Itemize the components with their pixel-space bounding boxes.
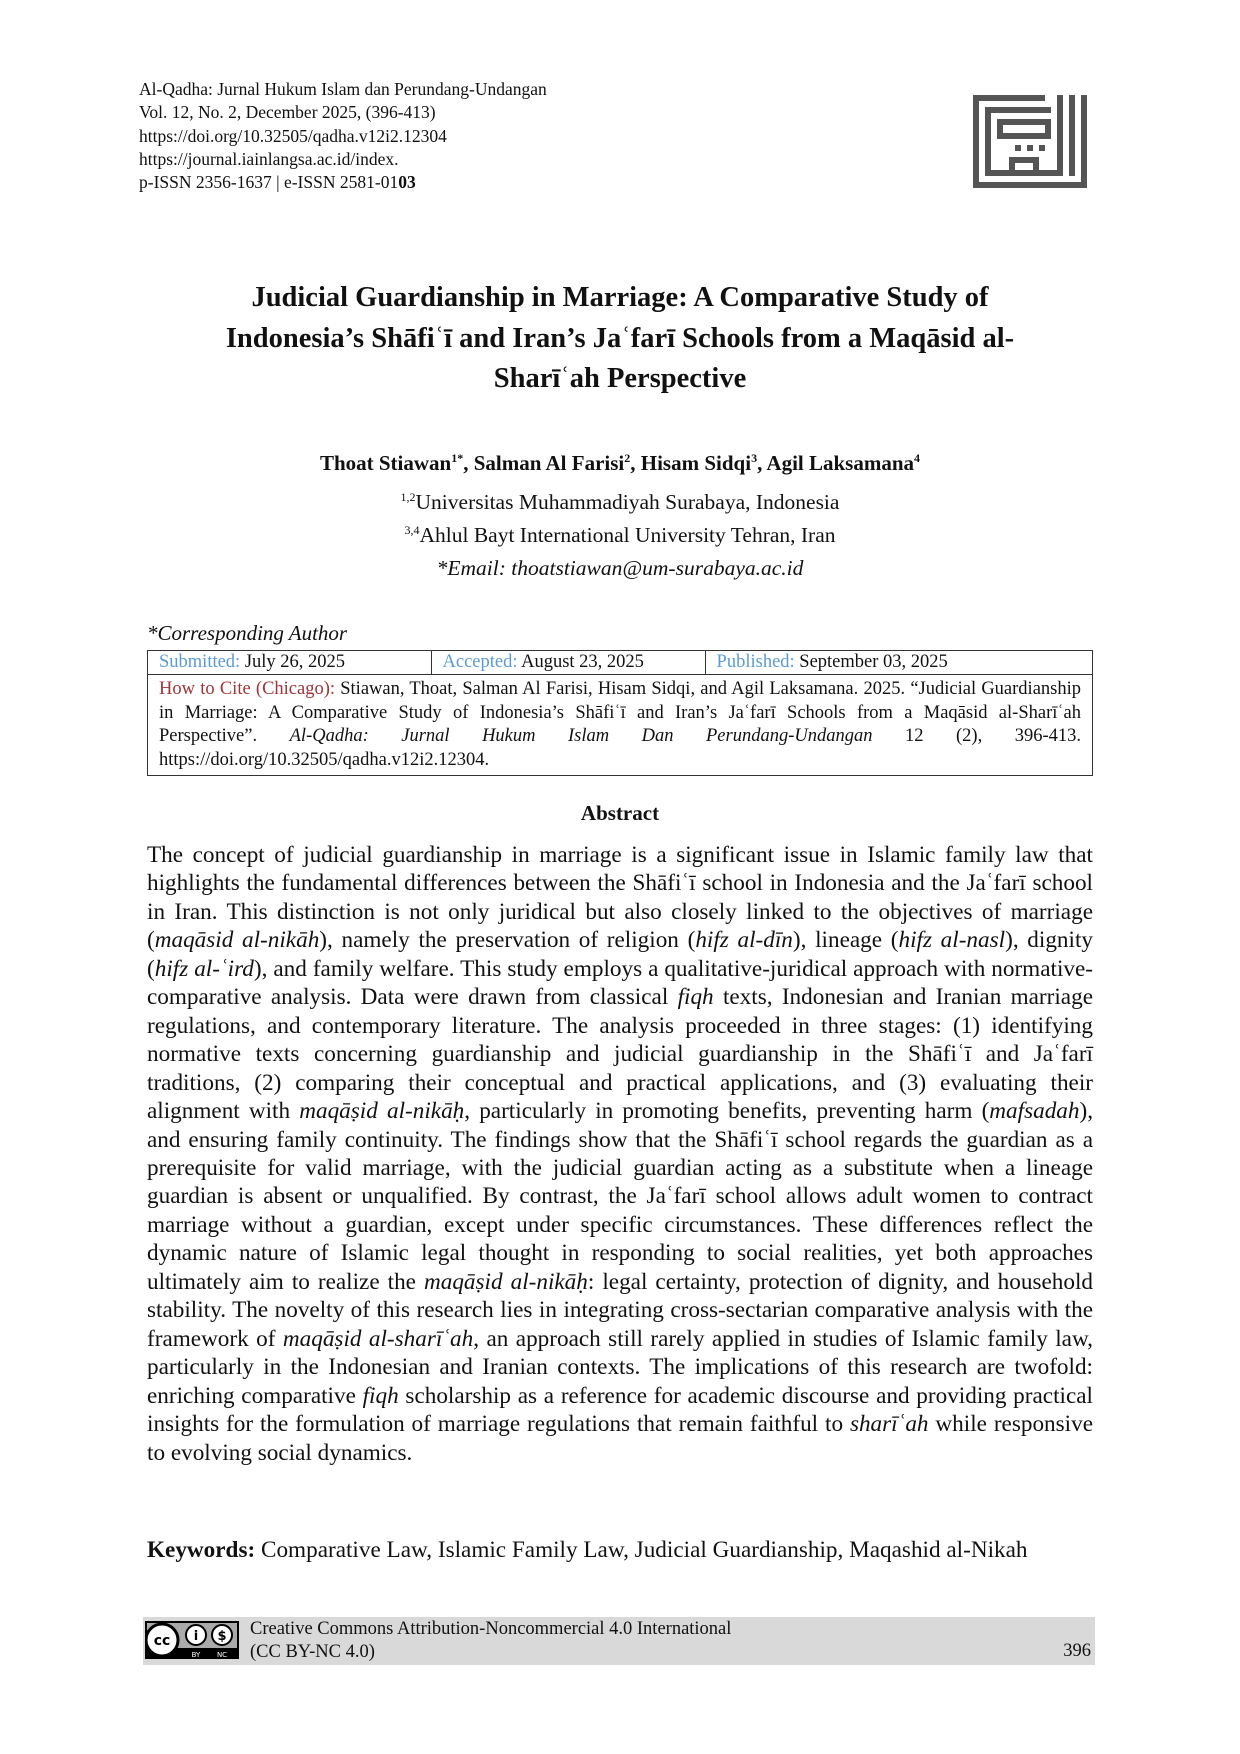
author-sup: 3 bbox=[751, 451, 758, 465]
cc-by-nc-badge-icon[interactable]: cc i $ BY NC bbox=[145, 1621, 239, 1659]
affiliation: 1,2Universitas Muhammadiyah Surabaya, In… bbox=[140, 490, 1100, 515]
abstract-term: sharīʿah bbox=[849, 1411, 929, 1438]
abstract-text: The concept of judicial guardianship in … bbox=[147, 842, 1093, 954]
journal-issn: p-ISSN 2356-1637 | e-ISSN 2581-0103 bbox=[139, 171, 547, 194]
license-footer: cc i $ BY NC Creative Commons Attributio… bbox=[143, 1617, 1095, 1665]
published-date: September 03, 2025 bbox=[794, 652, 948, 672]
journal-volume: Vol. 12, No. 2, December 2025, (396-413) bbox=[139, 102, 436, 123]
license-text: Creative Commons Attribution-Noncommerci… bbox=[250, 1618, 731, 1664]
author-name: Hisam Sidqi bbox=[640, 451, 752, 475]
svg-text:$: $ bbox=[217, 1629, 226, 1644]
sep: , bbox=[630, 451, 641, 475]
cite-journal: Al-Qadha: Jurnal Hukum Islam Dan Perunda… bbox=[289, 726, 873, 746]
abstract-term: hifz al-dīn bbox=[695, 927, 793, 954]
license-line: (CC BY-NC 4.0) bbox=[250, 1642, 375, 1662]
abstract-text: ), lineage ( bbox=[792, 927, 899, 954]
abstract-term: maqāṣid al-sharīʿah bbox=[282, 1325, 474, 1352]
abstract-text: while responsive to evolving social dyna… bbox=[147, 1411, 1093, 1466]
abstract-text: , particularly in promoting benefits, pr… bbox=[464, 1098, 990, 1125]
author-sup: 2 bbox=[624, 451, 631, 465]
abstract-heading: Abstract bbox=[580, 801, 660, 825]
article-title: Judicial Guardianship in Marriage: A Com… bbox=[140, 278, 1100, 400]
abstract-term: mafsadah bbox=[989, 1098, 1080, 1125]
title-line: Sharīʿah Perspective bbox=[493, 363, 747, 394]
abstract-text: ), dignity ( bbox=[147, 927, 1094, 982]
author-name: Salman Al Farisi bbox=[473, 451, 625, 475]
submitted-cell: Submitted: July 26, 2025 bbox=[147, 650, 432, 675]
author-name: Thoat Stiawan bbox=[319, 451, 452, 475]
submitted-date: July 26, 2025 bbox=[240, 652, 346, 672]
abstract-term: hifz al-ʿird bbox=[154, 955, 254, 982]
how-to-cite: How to Cite (Chicago): Stiawan, Thoat, S… bbox=[147, 674, 1093, 776]
sep: , bbox=[757, 451, 767, 475]
author-sup: 1* bbox=[451, 451, 464, 465]
abstract-body: The concept of judicial guardianship in … bbox=[147, 841, 1093, 1467]
cite-tail[interactable]: 12 (2), 396-413. https://doi.org/10.3250… bbox=[159, 726, 1081, 770]
journal-url[interactable]: https://journal.iainlangsa.ac.id/index. bbox=[139, 148, 399, 169]
abstract-text: ), and family welfare. This study employ… bbox=[147, 955, 1093, 1011]
accepted-cell: Accepted: August 23, 2025 bbox=[430, 650, 706, 675]
abstract-text: texts, Indonesian and Iranian marriage r… bbox=[147, 984, 1093, 1125]
svg-text:i: i bbox=[194, 1629, 198, 1644]
abstract-text: : legal certainty, protection of dignity… bbox=[147, 1268, 1093, 1352]
submitted-label: Submitted: bbox=[159, 652, 241, 672]
abstract-term: fiqh bbox=[362, 1382, 399, 1409]
author: Hisam Sidqi3, bbox=[641, 451, 767, 475]
affiliation: 3,4Ahlul Bayt International University T… bbox=[140, 523, 1100, 548]
author-list: Thoat Stiawan1*, Salman Al Farisi2, Hisa… bbox=[140, 451, 1100, 476]
aff-text: Ahlul Bayt International University Tehr… bbox=[419, 523, 836, 548]
abstract-term: maqāsid al-nikāh bbox=[154, 927, 320, 954]
title-line: Judicial Guardianship in Marriage: A Com… bbox=[251, 282, 989, 313]
corresponding-author-note: *Corresponding Author bbox=[147, 621, 348, 645]
abstract-term: fiqh bbox=[677, 984, 714, 1011]
keywords-text: Comparative Law, Islamic Family Law, Jud… bbox=[255, 1537, 1028, 1563]
accepted-date: August 23, 2025 bbox=[517, 652, 644, 672]
keywords-label: Keywords: bbox=[147, 1537, 256, 1563]
svg-text:BY: BY bbox=[192, 1651, 201, 1659]
svg-text:NC: NC bbox=[217, 1651, 227, 1659]
author-sup: 4 bbox=[914, 451, 921, 465]
issn-text: p-ISSN 2356-1637 | e-ISSN 2581-01 bbox=[139, 172, 399, 193]
abstract-text: ), namely the preservation of religion ( bbox=[319, 927, 696, 954]
author: Thoat Stiawan1*, bbox=[320, 451, 474, 475]
keywords: Keywords: Comparative Law, Islamic Famil… bbox=[147, 1536, 1093, 1564]
abstract-text: ), and ensuring family continuity. The f… bbox=[147, 1098, 1094, 1295]
aff-sup: 1,2 bbox=[400, 490, 416, 504]
journal-header: Al-Qadha: Jurnal Hukum Islam dan Perunda… bbox=[139, 78, 547, 194]
cite-text: Stiawan, Thoat, Salman Al Farisi, Hisam … bbox=[159, 679, 1081, 746]
abstract-text: scholarship as a reference for academic … bbox=[147, 1382, 1093, 1438]
abstract-text: , an approach still rarely applied in st… bbox=[147, 1325, 1093, 1409]
license-line[interactable]: Creative Commons Attribution-Noncommerci… bbox=[250, 1619, 732, 1639]
page-number: 396 bbox=[1063, 1641, 1091, 1661]
abstract-term: hifz al-nasl bbox=[898, 927, 1006, 954]
sep: , bbox=[463, 451, 474, 475]
journal-doi[interactable]: https://doi.org/10.32505/qadha.v12i2.123… bbox=[139, 125, 447, 146]
accepted-label: Accepted: bbox=[442, 652, 518, 672]
published-label: Published: bbox=[716, 652, 795, 672]
published-cell: Published: September 03, 2025 bbox=[704, 650, 1094, 675]
abstract-term: maqāṣid al-nikāḥ bbox=[299, 1098, 465, 1125]
cite-label: How to Cite (Chicago): bbox=[159, 679, 336, 699]
journal-name: Al-Qadha: Jurnal Hukum Islam dan Perunda… bbox=[139, 79, 547, 99]
email[interactable]: *Email: thoatstiawan@um-surabaya.ac.id bbox=[436, 556, 804, 580]
svg-text:cc: cc bbox=[154, 1633, 171, 1649]
aff-text: Universitas Muhammadiyah Surabaya, Indon… bbox=[415, 490, 840, 515]
aff-sup: 3,4 bbox=[404, 523, 420, 537]
author: Agil Laksamana4 bbox=[766, 451, 920, 475]
author: Salman Al Farisi2, bbox=[474, 451, 641, 475]
abstract-term: maqāṣid al-nikāḥ bbox=[424, 1268, 588, 1295]
article-meta-table: Submitted: July 26, 2025 Accepted: Augus… bbox=[147, 650, 1094, 776]
author-name: Agil Laksamana bbox=[766, 451, 915, 475]
issn-bold: 03 bbox=[398, 172, 416, 193]
title-line: Indonesia’s Shāfiʿī and Iran’s Jaʿfarī S… bbox=[225, 322, 1015, 354]
journal-logo bbox=[973, 95, 1087, 188]
